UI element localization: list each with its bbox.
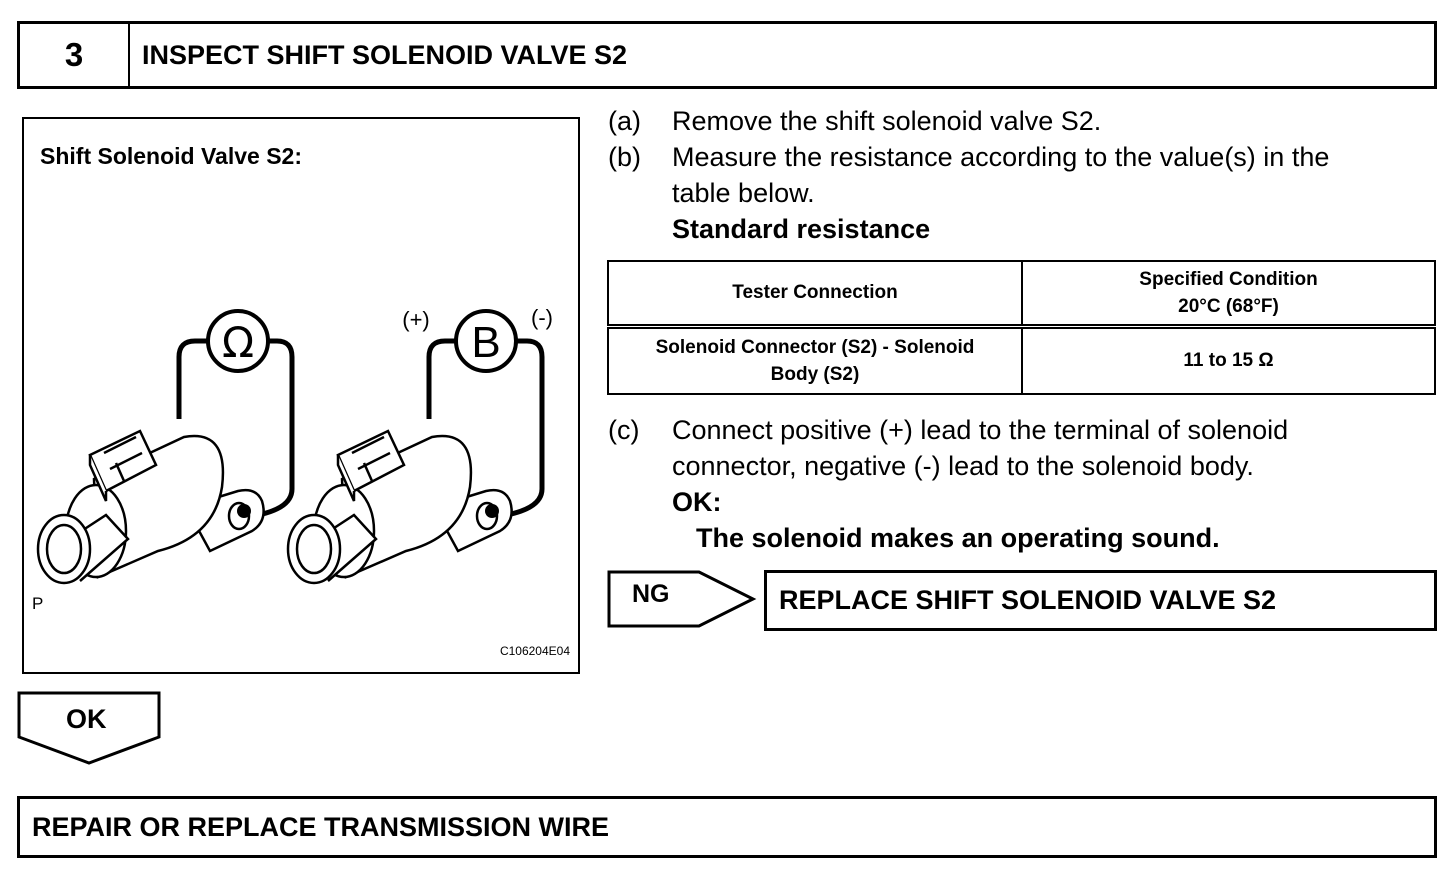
- step-title: INSPECT SHIFT SOLENOID VALVE S2: [142, 39, 628, 70]
- figure-label: Shift Solenoid Valve S2:: [40, 143, 303, 169]
- ok-arrow-shape: [17, 691, 161, 765]
- battery-symbol-text: B: [471, 318, 500, 367]
- standard-resistance-label: Standard resistance: [672, 214, 931, 244]
- ohm-symbol-text: Ω: [222, 318, 254, 367]
- ok-criteria-text: The solenoid makes an operating sound.: [696, 523, 1220, 553]
- solenoid-valve-left: [36, 429, 265, 585]
- table-cell-connection-line1: Solenoid Connector (S2) - Solenoid: [655, 336, 975, 358]
- battery-symbol: [454, 309, 518, 373]
- table-header-condition-temp: 20°C (68°F): [1178, 295, 1279, 317]
- instruction-a-marker: (a): [608, 106, 641, 136]
- ok-label: OK: [66, 704, 107, 734]
- table-header-condition: Specified Condition 20°C (68°F): [1021, 260, 1436, 329]
- table-row: Solenoid Connector (S2) - Solenoid Body …: [607, 325, 1436, 395]
- instruction-b-marker: (b): [608, 142, 641, 172]
- instruction-c-marker: (c): [608, 415, 640, 445]
- table-cell-condition: 11 to 15 Ω: [1021, 325, 1436, 395]
- table-header-row: Tester Connection Specified Condition 20…: [607, 260, 1436, 329]
- figure-code: C106204E04: [499, 644, 570, 658]
- table-cell-connection: Solenoid Connector (S2) - Solenoid Body …: [607, 325, 1023, 395]
- instruction-a-text: Remove the shift solenoid valve S2.: [672, 106, 1102, 136]
- instruction-c-line1: Connect positive (+) lead to the termina…: [672, 415, 1289, 445]
- final-action-box: REPAIR OR REPLACE TRANSMISSION WIRE: [17, 796, 1437, 858]
- solenoid-illustration: Ω B (+) (-): [36, 305, 553, 585]
- ng-action-box: REPLACE SHIFT SOLENOID VALVE S2: [764, 570, 1437, 631]
- ok-criteria-label: OK:: [672, 487, 722, 517]
- instruction-b-line2: table below.: [672, 178, 815, 208]
- ohmmeter-wire: [176, 338, 295, 520]
- solenoid-figure: Shift Solenoid Valve S2: Ω B (+) (-): [22, 117, 580, 674]
- ng-arrow-shape: [607, 570, 757, 628]
- battery-wire: [426, 338, 545, 520]
- table-header-connection: Tester Connection: [607, 260, 1023, 329]
- table-header-condition-title: Specified Condition: [1139, 268, 1318, 290]
- figure-p-label: P: [32, 594, 44, 613]
- ng-label: NG: [632, 580, 670, 608]
- step-header: 3 INSPECT SHIFT SOLENOID VALVE S2: [17, 21, 1437, 89]
- instruction-c-line2: connector, negative (-) lead to the sole…: [672, 451, 1254, 481]
- plus-label: (+): [402, 307, 430, 332]
- instruction-b-line1: Measure the resistance according to the …: [672, 142, 1330, 172]
- minus-label: (-): [531, 305, 553, 330]
- table-cell-connection-line2: Body (S2): [770, 363, 860, 385]
- ohmmeter-symbol: [206, 309, 270, 373]
- solenoid-valve-right: [286, 429, 513, 585]
- step-number: 3: [20, 24, 130, 86]
- resistance-table: Tester Connection Specified Condition 20…: [607, 260, 1436, 395]
